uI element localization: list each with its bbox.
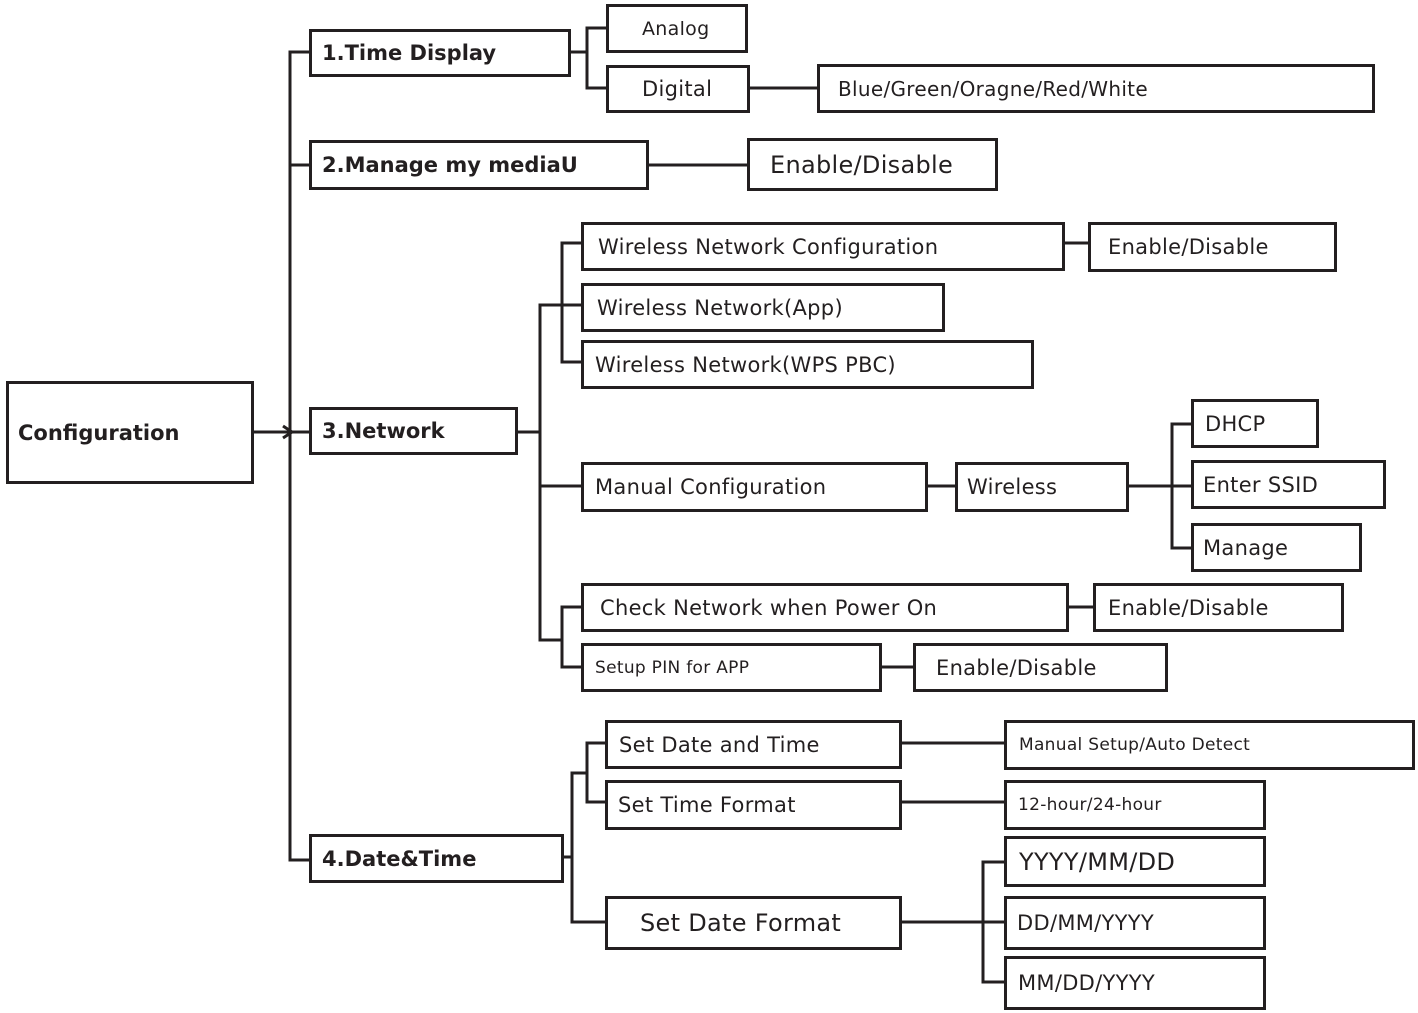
option-analog[interactable]: Analog [606,4,748,53]
check-network-enable-disable[interactable]: Enable/Disable [1093,583,1344,632]
manual-configuration[interactable]: Manual Configuration [581,462,928,512]
date-format-yyyy-mm-dd[interactable]: YYYY/MM/DD [1004,836,1266,887]
set-date-format[interactable]: Set Date Format [605,896,902,950]
set-time-format[interactable]: Set Time Format [605,780,902,830]
option-manage[interactable]: Manage [1191,523,1362,572]
wireless-network-app[interactable]: Wireless Network(App) [581,283,945,332]
check-network-power-on[interactable]: Check Network when Power On [581,583,1069,632]
date-format-mm-dd-yyyy[interactable]: MM/DD/YYYY [1004,956,1266,1010]
set-date-and-time[interactable]: Set Date and Time [605,720,902,769]
digital-color-options[interactable]: Blue/Green/Oragne/Red/White [817,64,1375,113]
menu-date-time[interactable]: 4.Date&Time [309,834,564,883]
option-dhcp[interactable]: DHCP [1191,399,1319,448]
menu-time-display[interactable]: 1.Time Display [309,29,571,77]
wireless-network-wps-pbc[interactable]: Wireless Network(WPS PBC) [581,340,1034,389]
time-format-12-24-hour[interactable]: 12-hour/24-hour [1004,780,1266,830]
manual-config-wireless[interactable]: Wireless [955,462,1129,512]
menu-network[interactable]: 3.Network [309,407,518,455]
wireless-network-configuration[interactable]: Wireless Network Configuration [581,222,1065,271]
setup-pin-enable-disable[interactable]: Enable/Disable [913,643,1168,692]
arrow-head-icon [282,424,295,440]
date-format-dd-mm-yyyy[interactable]: DD/MM/YYYY [1004,896,1266,950]
wireless-config-enable-disable[interactable]: Enable/Disable [1088,222,1337,272]
option-digital[interactable]: Digital [606,65,750,113]
setup-pin-for-app[interactable]: Setup PIN for APP [581,643,882,692]
menu-manage-mediau[interactable]: 2.Manage my mediaU [309,140,649,190]
manual-setup-auto-detect[interactable]: Manual Setup/Auto Detect [1004,720,1415,770]
option-enter-ssid[interactable]: Enter SSID [1191,460,1386,509]
mediau-enable-disable[interactable]: Enable/Disable [747,138,998,191]
root-configuration[interactable]: Configuration [6,381,254,484]
